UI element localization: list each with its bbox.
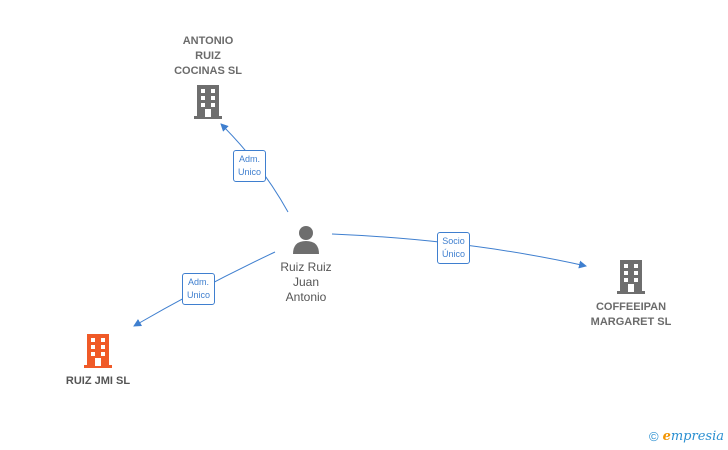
building-icon bbox=[48, 334, 148, 368]
copyright-icon: © bbox=[648, 429, 659, 444]
edge-label-socio-unico[interactable]: Socio Único bbox=[437, 232, 471, 264]
building-icon bbox=[158, 85, 258, 119]
node-label: COFFEEIPAN MARGARET SL bbox=[590, 301, 672, 328]
node-label: Ruiz Ruiz Juan Antonio bbox=[280, 260, 332, 304]
node-label: ANTONIO RUIZ COCINAS SL bbox=[174, 35, 242, 77]
node-ruiz-ruiz-juan-antonio[interactable]: Ruiz Ruiz Juan Antonio bbox=[264, 224, 348, 305]
building-icon bbox=[576, 260, 686, 294]
empresia-logo: empresia bbox=[662, 429, 724, 444]
node-ruiz-jmi[interactable]: RUIZ JMI SL bbox=[48, 334, 148, 389]
edge-label-adm-unico[interactable]: Adm. Unico bbox=[182, 273, 216, 305]
node-antonio-ruiz-cocinas[interactable]: ANTONIO RUIZ COCINAS SL bbox=[158, 34, 258, 119]
footer-brand: © empresia bbox=[649, 429, 724, 444]
person-icon bbox=[264, 224, 348, 254]
edge-label-adm-unico[interactable]: Adm. Unico bbox=[233, 150, 267, 182]
node-coffeeipan[interactable]: COFFEEIPAN MARGARET SL bbox=[576, 260, 686, 330]
node-label: RUIZ JMI SL bbox=[65, 375, 131, 387]
